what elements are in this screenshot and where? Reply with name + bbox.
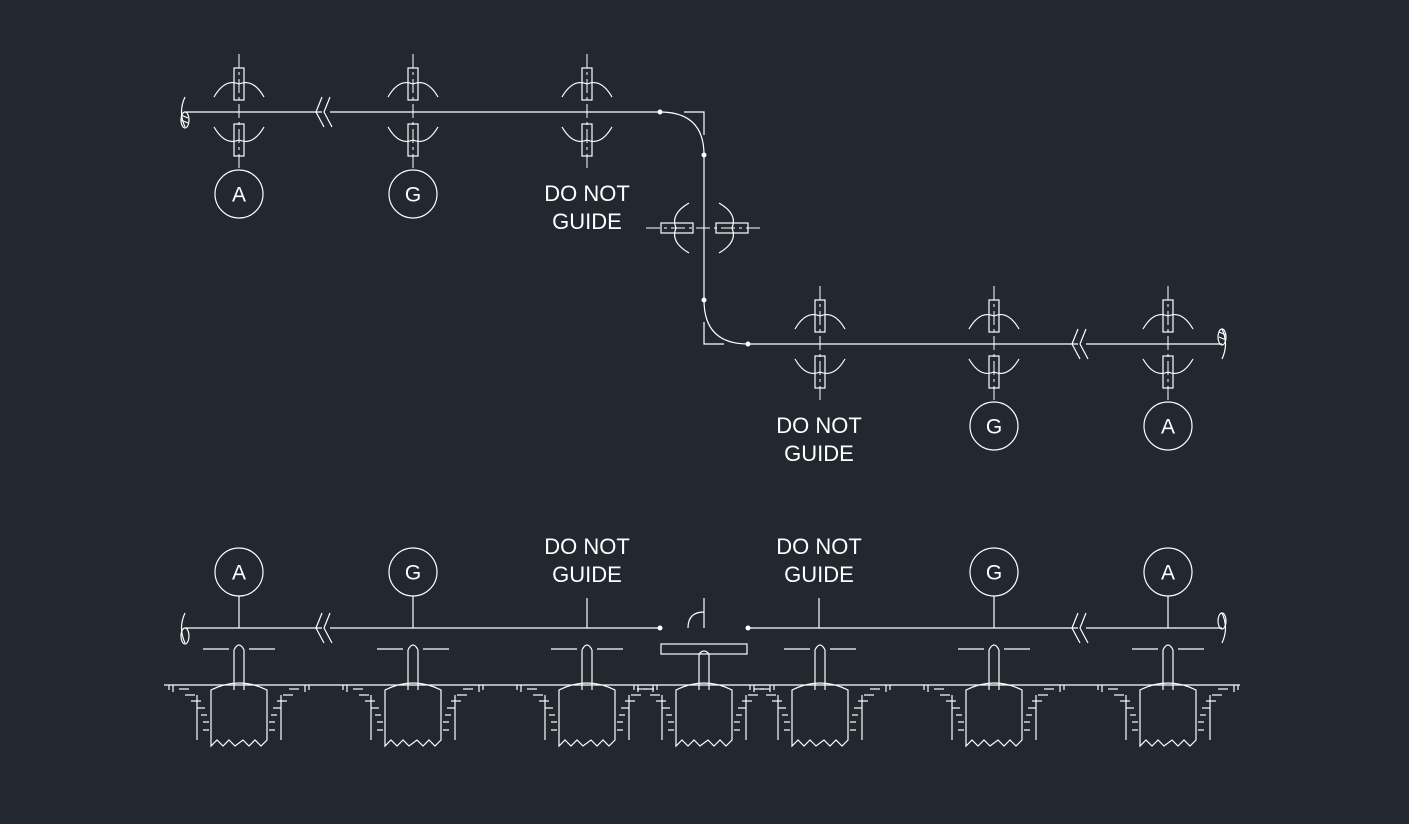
note-guide-line2: GUIDE xyxy=(784,441,854,466)
note-do-not-line1: DO NOT xyxy=(776,413,862,438)
note-guide-line2: GUIDE xyxy=(784,562,854,587)
elbow-upper xyxy=(659,111,705,156)
tag-G-upper: G xyxy=(388,169,438,219)
tag-G-elev-2: G xyxy=(388,547,438,628)
tag-letter: A xyxy=(1161,416,1175,439)
note-guide-line2: GUIDE xyxy=(552,562,622,587)
foundation-pier xyxy=(342,644,484,748)
tag-G-lower: G xyxy=(969,401,1019,451)
foundation-pier xyxy=(516,644,658,748)
tag-G-elev-5: G xyxy=(969,547,1019,628)
note-do-not-line1: DO NOT xyxy=(776,534,862,559)
tag-letter: G xyxy=(986,416,1002,439)
pipe-break-symbol xyxy=(1071,328,1089,360)
tag-A-elev-1: A xyxy=(214,547,264,628)
pipe-support-symbol xyxy=(968,286,1020,402)
foundation-pier xyxy=(633,643,775,748)
foundation-pier xyxy=(168,644,310,748)
pipe-end-cap xyxy=(1217,612,1227,644)
plan-view: A G DO NOT GUIDE DO NOT GUIDE G A xyxy=(180,54,1227,466)
pipe-break-symbol xyxy=(1071,612,1089,644)
note-guide-line2: GUIDE xyxy=(552,209,622,234)
pipe-end-cap xyxy=(180,96,190,129)
tag-A-upper: A xyxy=(214,169,264,219)
tag-letter: A xyxy=(232,562,246,585)
pipe-break-symbol xyxy=(315,612,333,644)
pipe-end-cap xyxy=(1217,328,1227,360)
tag-A-elev-6: A xyxy=(1143,547,1193,628)
foundation-pier xyxy=(749,644,891,748)
pipe-support-symbol xyxy=(1142,286,1194,402)
pipe-break-symbol xyxy=(315,96,333,128)
tag-letter: G xyxy=(986,562,1002,585)
pipe-end-cap xyxy=(180,612,190,645)
note-do-not-line1: DO NOT xyxy=(544,534,630,559)
elbow-corner-mark xyxy=(684,111,705,135)
pipe-support-symbol xyxy=(794,286,846,402)
tag-letter: A xyxy=(1161,562,1175,585)
note-do-not-line1: DO NOT xyxy=(544,181,630,206)
pipe-support-symbol xyxy=(387,54,439,170)
tag-letter: A xyxy=(232,184,246,207)
tag-letter: G xyxy=(405,562,421,585)
elbow-lower xyxy=(703,299,749,345)
foundation-pier xyxy=(1097,644,1239,748)
pipe-support-symbol xyxy=(213,54,265,170)
pipe-support-symbol xyxy=(561,54,613,170)
elevation-view: A G DO NOT GUIDE DO NOT GUIDE G A xyxy=(164,534,1240,748)
elbow-corner-mark xyxy=(703,322,724,345)
tag-A-lower: A xyxy=(1143,401,1193,451)
tag-letter: G xyxy=(405,184,421,207)
elevation-riser xyxy=(687,598,705,629)
foundation-pier xyxy=(923,644,1065,748)
rotated-support-symbol xyxy=(646,202,762,254)
